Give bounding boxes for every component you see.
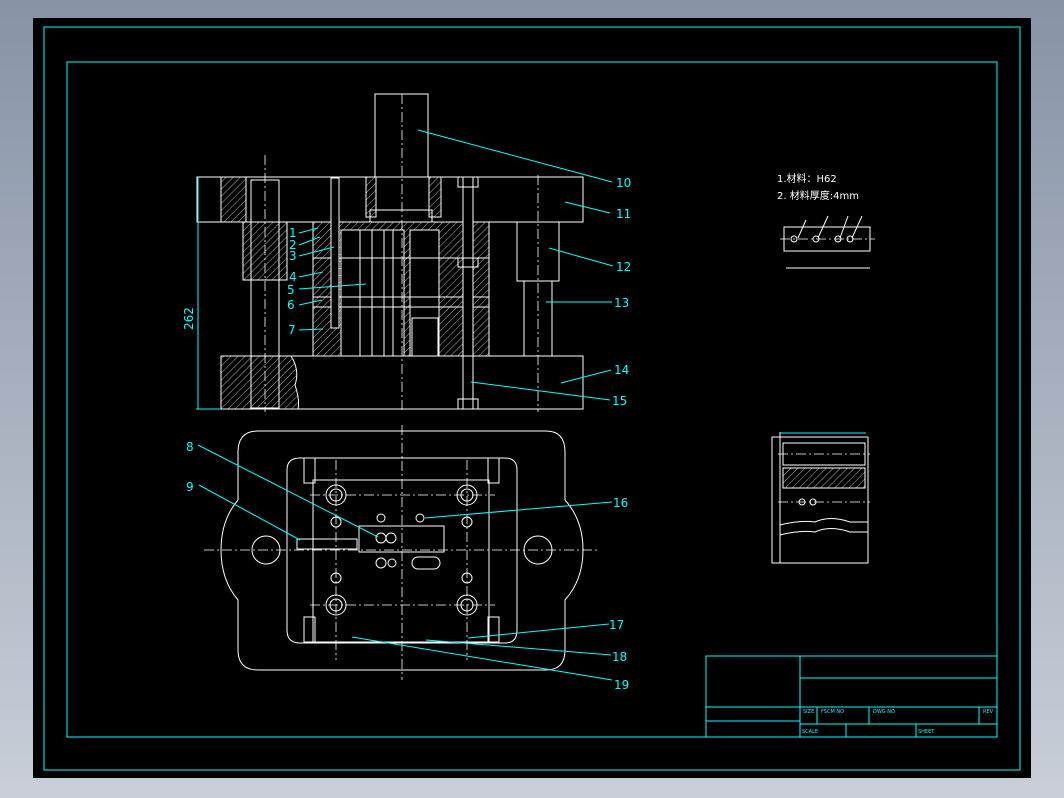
tb-dwg-no: DWG NO bbox=[873, 709, 895, 715]
label-12: 12 bbox=[616, 260, 631, 274]
shank bbox=[374, 93, 429, 178]
label-19: 19 bbox=[614, 678, 629, 692]
label-2: 2 bbox=[289, 238, 297, 252]
hatched-section bbox=[220, 355, 300, 410]
inner-frame bbox=[66, 61, 998, 738]
hatched-section bbox=[365, 176, 377, 218]
tb-rev: REV bbox=[983, 709, 994, 715]
tb-size: SIZE bbox=[803, 709, 814, 715]
hatched-section bbox=[428, 176, 442, 218]
label-4: 4 bbox=[289, 270, 297, 284]
label-9: 9 bbox=[186, 480, 194, 494]
punch-features bbox=[296, 513, 445, 570]
label-15: 15 bbox=[612, 394, 627, 408]
die-plate-outline bbox=[286, 457, 518, 644]
bolt-head bbox=[457, 176, 479, 188]
bolt bbox=[462, 176, 474, 410]
label-14: 14 bbox=[614, 363, 629, 377]
punch-holder bbox=[369, 209, 433, 223]
die-opening bbox=[411, 317, 439, 357]
label-5: 5 bbox=[287, 283, 295, 297]
tb-fscm-no: FSCM NO bbox=[821, 709, 844, 715]
part-labels: 1 2 3 4 5 6 7 8 9 10 11 12 13 14 15 16 1… bbox=[186, 176, 631, 692]
outer-frame bbox=[43, 26, 1021, 771]
hatched-section bbox=[220, 176, 247, 223]
dimension-262: 262 bbox=[182, 307, 196, 330]
plan-view bbox=[204, 425, 597, 680]
note-material: 1.材料：H62 bbox=[777, 172, 837, 185]
guide-pins bbox=[303, 457, 500, 643]
label-3: 3 bbox=[289, 249, 297, 263]
title-block: SIZE FSCM NO DWG NO REV SCALE SHEET bbox=[705, 655, 998, 738]
label-8: 8 bbox=[186, 440, 194, 454]
label-1: 1 bbox=[289, 226, 297, 240]
side-view bbox=[771, 432, 870, 564]
label-7: 7 bbox=[288, 323, 296, 337]
label-13: 13 bbox=[614, 296, 629, 310]
tb-sheet: SHEET bbox=[918, 729, 935, 735]
label-17: 17 bbox=[609, 618, 624, 632]
label-16: 16 bbox=[613, 496, 628, 510]
bolt-collar bbox=[457, 257, 479, 268]
label-6: 6 bbox=[287, 298, 295, 312]
leader-lines bbox=[197, 129, 614, 681]
lower-die-outline bbox=[220, 430, 584, 671]
stripper-bolt bbox=[330, 177, 340, 329]
label-18: 18 bbox=[612, 650, 627, 664]
label-11: 11 bbox=[616, 207, 631, 221]
tb-scale: SCALE bbox=[802, 729, 818, 735]
center-lines bbox=[204, 425, 597, 680]
label-10: 10 bbox=[616, 176, 631, 190]
cad-drawing-sheet bbox=[33, 18, 1031, 778]
upper-die-plate bbox=[196, 176, 584, 223]
note-thickness: 2. 材料厚度:4mm bbox=[777, 189, 859, 202]
front-section-view: 262 bbox=[182, 93, 584, 412]
strip-layout-sketch bbox=[780, 215, 875, 269]
die-block-outline bbox=[312, 479, 490, 643]
